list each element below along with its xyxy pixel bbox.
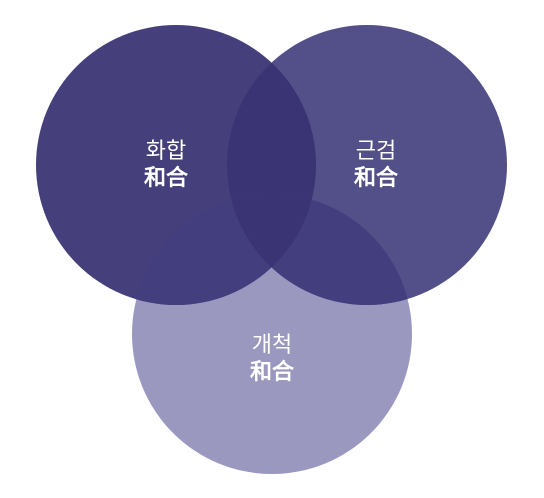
label-top-right-korean: 근검 [355,139,397,164]
label-top-right: 근검 和合 [354,138,398,192]
label-top-left: 화합 和合 [144,138,188,192]
label-top-left-hanja: 和合 [143,166,189,191]
label-bottom-korean: 개척 [251,333,293,358]
overlap-triple [227,194,316,305]
label-top-right-hanja: 和合 [353,166,399,191]
label-top-left-korean: 화합 [145,139,187,164]
label-bottom-hanja: 和合 [249,360,295,385]
label-bottom: 개척 和合 [250,332,294,386]
